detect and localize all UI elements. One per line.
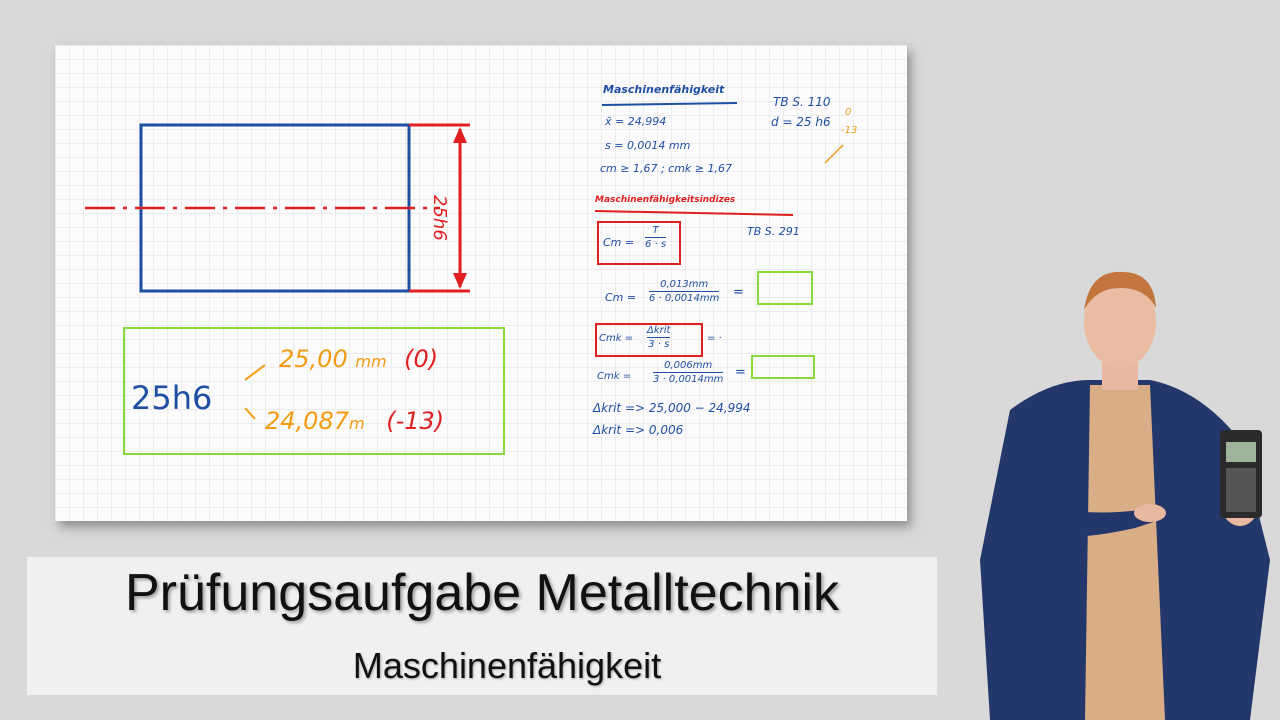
arrow-orange: [824, 144, 844, 164]
shaft-drawing: [85, 102, 844, 420]
pointing-hand: [1134, 504, 1166, 522]
tb-ref-291: TB S. 291: [747, 225, 800, 238]
cmk-result-box: [751, 355, 815, 379]
sub-title: Maschinenfähigkeit: [352, 645, 662, 686]
cmk-formula-box: [595, 323, 703, 357]
tb-ref-110: TB S. 110: [773, 95, 831, 109]
cmk-formula-tail: = ·: [707, 333, 722, 344]
cm-formula-box: [597, 221, 681, 265]
dkrit-line-2: Δkrit => 0,006: [593, 423, 684, 437]
cm-formula-label: Cm =: [603, 236, 635, 249]
cm-result-box: [757, 271, 813, 305]
underline-heading2: [594, 210, 794, 216]
diameter-upper-dev: 0: [845, 107, 852, 118]
main-title: Prüfungsaufgabe Metalltechnik: [124, 564, 839, 622]
tolerance-box: [123, 327, 505, 455]
tick-upper: [244, 364, 266, 381]
presenter-figure: [980, 271, 1270, 720]
cm-calc-label: Cm =: [605, 291, 637, 304]
shirt: [1085, 385, 1165, 720]
dkrit-line-1: Δkrit => 25,000 − 24,994: [593, 401, 751, 415]
title-band: Prüfungsaufgabe Metalltechnik Maschinenf…: [27, 557, 937, 695]
cm-calc-equals: =: [733, 285, 744, 300]
mean-value: x̄ = 24,994: [605, 115, 667, 128]
std-value: s = 0,0014 mm: [605, 139, 691, 152]
diameter-value: d = 25 h6: [771, 115, 831, 129]
arrow-top: [453, 127, 467, 143]
whiteboard-sheet: 25h6 25h6 25,00 mm (0) 24,087m (-13) Mas…: [55, 45, 907, 521]
tick-lower: [244, 407, 256, 420]
heading-machine-capability: Maschinenfähigkeit: [603, 83, 725, 96]
underline-heading1: [601, 102, 738, 106]
dimension-label: 25h6: [429, 195, 450, 241]
calculator-screen: [1226, 442, 1256, 462]
cmk-calc-equals: =: [735, 365, 746, 380]
head: [1084, 276, 1156, 368]
cmk-formula-label: Cmk =: [599, 333, 634, 344]
diameter-lower-dev: -13: [841, 125, 858, 136]
upper-limit: 25,00 mm (0): [279, 345, 439, 373]
pointing-arm: [1010, 490, 1165, 538]
calculator-keys: [1226, 468, 1256, 512]
heading-capability-indices: Maschinenfähigkeitsindizes: [595, 195, 736, 205]
arrow-bottom: [453, 273, 467, 289]
tolerance-nominal: 25h6: [131, 379, 213, 417]
limits-value: cm ≥ 1,67 ; cmk ≥ 1,67: [600, 162, 732, 175]
cmk-calc-label: Cmk =: [597, 371, 632, 382]
lower-limit: 24,087m (-13): [265, 407, 445, 435]
hair: [1084, 271, 1156, 310]
